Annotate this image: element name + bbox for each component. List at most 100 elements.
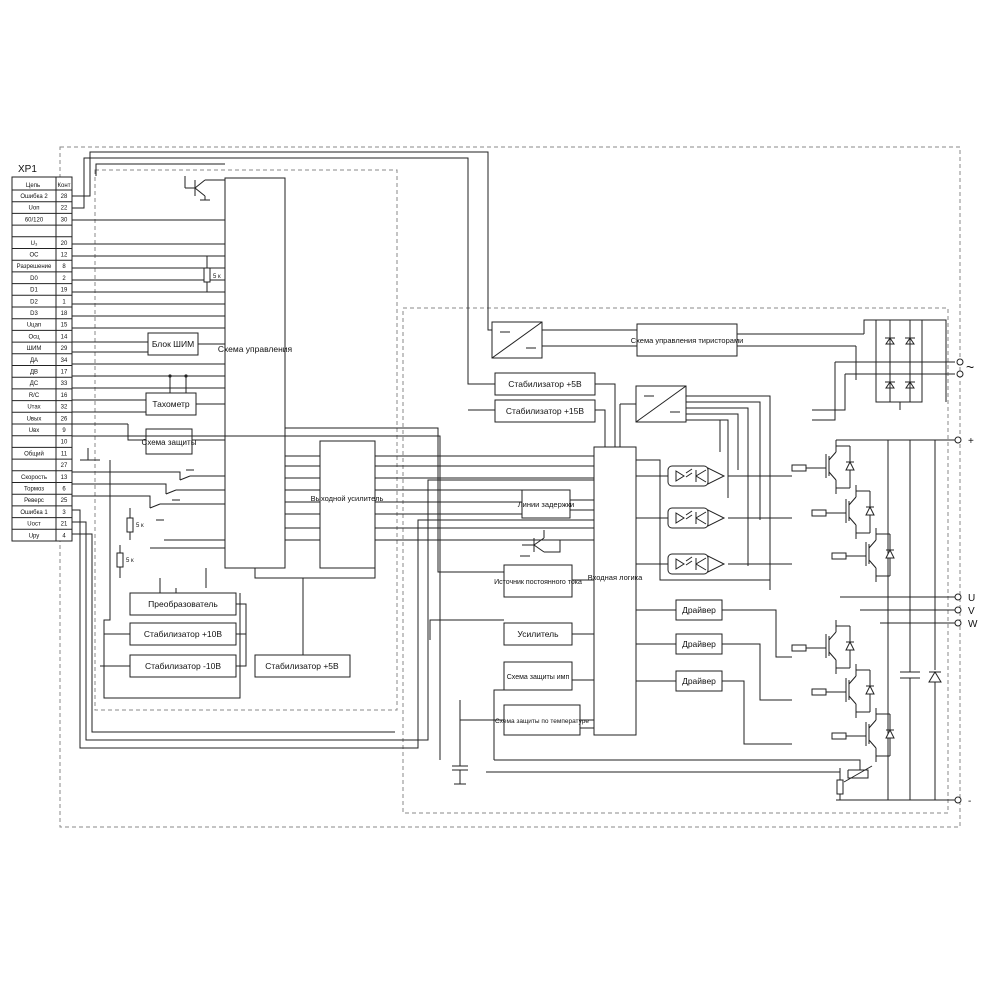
resistor-label-3: 5 к (126, 558, 134, 564)
connector-pin-signal: ОС (30, 253, 40, 259)
connector-pin-signal: Осц (28, 334, 40, 340)
ac-terminal-1 (956, 358, 964, 366)
igbt-icon (791, 440, 855, 494)
temp-protect-block (503, 704, 581, 736)
connector-pin-signal: Реверс (24, 498, 44, 504)
driver-label-1: Драйвер (682, 605, 716, 615)
connector-pin-signal: Uоп (29, 206, 40, 212)
resistor-label-1: 5 к (213, 274, 221, 280)
connector-col-signal: Цепь (26, 183, 40, 189)
connector-pin-number: 2 (62, 276, 66, 282)
connector-pin-number: 16 (61, 393, 68, 399)
connector-title: XP1 (18, 164, 37, 175)
optocoupler-icon (667, 507, 726, 529)
connector-pin-signal: Uцап (27, 323, 41, 329)
igbt-icon (831, 708, 895, 762)
plus-terminal (954, 436, 962, 444)
control-board-enclosure (94, 169, 398, 711)
connector-pin-signal: Ошибка 1 (20, 510, 48, 516)
pulse-protect-block (503, 661, 573, 691)
connector-pin-signal: D2 (30, 299, 38, 305)
connector-pin-number: 9 (62, 428, 66, 434)
connector-pin-signal: ШИМ (27, 346, 42, 352)
resistor-label-2: 5 к (136, 523, 144, 529)
minus-terminal (954, 796, 962, 804)
current-source-block (503, 564, 573, 598)
connector-col-pin: Конт (58, 183, 71, 189)
v-terminal-label: V (968, 606, 975, 617)
protect-block-label: Схема защиты (142, 438, 197, 447)
connector-pin-signal: U₃ (31, 241, 38, 247)
ac-terminal-label: ~ (966, 359, 974, 375)
shunt-resistor-icon (836, 765, 873, 800)
connector-pin-signal: Uру (29, 533, 40, 539)
connector-pin-number: 25 (61, 498, 68, 504)
w-terminal (954, 619, 962, 627)
stab-p10-label: Стабилизатор +10В (144, 629, 222, 639)
input-logic-block (593, 446, 637, 736)
connector-pin-number: 28 (61, 194, 68, 200)
resistor-icon: 5 к (126, 508, 144, 540)
connector-pin-signal: Uвых (27, 416, 42, 422)
stab-15-block (494, 399, 596, 423)
connector-pin-number: 13 (61, 475, 68, 481)
u-terminal (954, 593, 962, 601)
w-terminal-label: W (968, 619, 978, 630)
connector-pin-number: 21 (61, 522, 68, 528)
connector-pin-signal: Uвх (29, 428, 40, 434)
connector-pin-signal: Скорость (21, 475, 47, 481)
stab-5-left-label: Стабилизатор +5В (265, 661, 339, 671)
connector-pin-number: 8 (62, 264, 66, 270)
connector-pin-signal: ДВ (30, 370, 38, 376)
connector-pin-signal: Разрешение (17, 264, 52, 270)
ac-terminal-2 (956, 370, 964, 378)
resistor-icon: 5 к (203, 256, 221, 292)
dcdc-converter-2 (635, 385, 687, 423)
stab-15-label: Стабилизатор +15В (506, 406, 584, 416)
connector-pin-number: 4 (62, 533, 66, 539)
connector-pin-number: 34 (61, 358, 68, 364)
connector-pin-number: 20 (61, 241, 68, 247)
connector-pin-number: 11 (61, 451, 68, 457)
connector-pin-number: 14 (61, 334, 68, 340)
connector-pin-signal: Uост (27, 522, 41, 528)
protect-block (145, 428, 193, 455)
driver-label-3: Драйвер (682, 676, 716, 686)
connector-pin-signal: ДА (30, 358, 38, 364)
connector-pin-signal: D1 (30, 288, 38, 294)
pulse-protect-label: Схема защиты имп (507, 674, 570, 681)
connector-pin-number: 6 (62, 487, 66, 493)
current-source-label: Источник постоянного тока (494, 579, 582, 586)
pwm-block-label: Блок ШИМ (152, 339, 194, 349)
igbt-icon (791, 620, 855, 674)
input-switch-icons (149, 469, 225, 549)
optocoupler-icon (667, 553, 726, 575)
minus-terminal-label: - (968, 796, 971, 807)
delay-block (521, 489, 571, 519)
dcdc-converter-1 (491, 321, 543, 359)
thyristor-ctrl-label: Схема управления тиристорами (631, 336, 744, 345)
connector-pin-number: 30 (61, 217, 68, 223)
amplifier-label: Усилитель (517, 629, 559, 639)
driver-label-2: Драйвер (682, 639, 716, 649)
temp-protect-label: Схема защиты по температуре (495, 718, 589, 725)
connector-pin-signal: Ошибка 2 (20, 194, 48, 200)
delay-label: Линии задержки (518, 500, 575, 509)
connector-pin-number: 1 (62, 299, 66, 305)
resistor-icon: 5 к (116, 545, 134, 578)
connector-pin-number: 3 (62, 510, 66, 516)
connector-pin-number: 12 (61, 253, 68, 259)
u-terminal-label: U (968, 593, 975, 604)
input-logic-label: Входная логика (588, 573, 643, 582)
connector-pin-signal: R/C (29, 393, 40, 399)
connector-pin-number: 10 (61, 440, 68, 446)
connector-pin-number: 32 (61, 405, 68, 411)
thyristor-bridge (875, 319, 923, 410)
connector-pin-signal: D0 (30, 276, 38, 282)
connector-pin-signal: Uтах (27, 405, 40, 411)
thyristor-ctrl-block (636, 323, 738, 357)
wiring: 5 к (72, 151, 978, 807)
connector-pin-signal: 60/120 (25, 217, 44, 223)
